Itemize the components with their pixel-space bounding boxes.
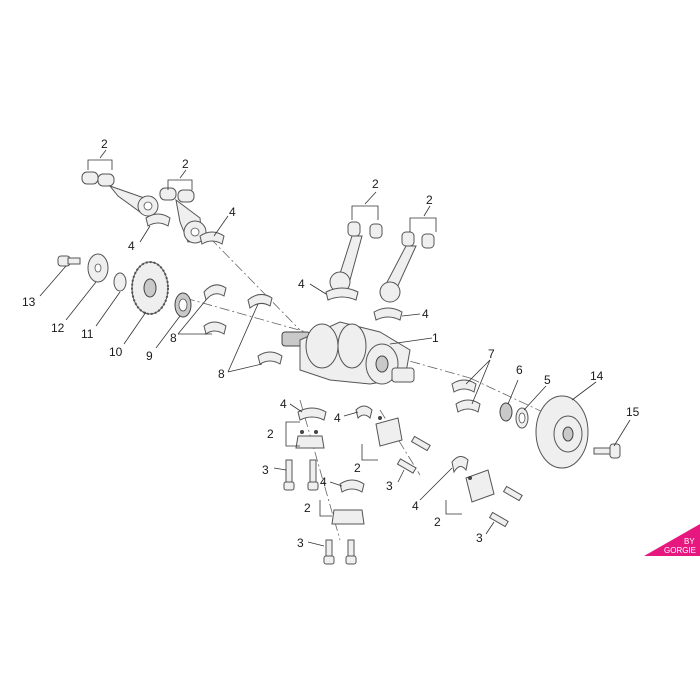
callout-4-c: 4 [298,277,305,291]
callout-4-e: 4 [280,397,287,411]
callout-4-h: 4 [412,499,419,513]
callout-3-b: 3 [386,479,393,493]
watermark-line2: GORGIE [664,546,696,555]
callout-2-b: 2 [182,157,189,171]
callout-8-b: 8 [218,367,225,381]
bolt-13 [57,255,81,267]
callout-5: 5 [544,373,551,387]
main-bearing-8a [203,284,227,302]
bearing-shell-left-b [199,231,225,245]
callout-7: 7 [488,347,495,361]
main-bearing-7a [451,379,477,393]
callout-3-a: 3 [262,463,269,477]
callout-1: 1 [432,331,439,345]
bolt-3-a [283,459,295,491]
bearing-cap-2-lower-bottom [331,509,365,525]
callout-12: 12 [51,321,65,335]
leader-lines [39,149,631,547]
bolt-15 [593,443,621,459]
callout-10: 10 [109,345,123,359]
bearing-shell-left-a [145,213,171,227]
callout-4-f: 4 [334,411,341,425]
bolt-3-e [323,539,335,565]
callout-4-a: 4 [128,239,135,253]
bearing-shell-4-lower-b [355,405,373,419]
callout-3-d: 3 [476,531,483,545]
connecting-rod-left-1 [81,171,159,217]
bolt-3-h [488,511,509,528]
main-bearing-7b [455,399,481,413]
watermark-shape [644,524,700,556]
callout-4-b: 4 [229,205,236,219]
callout-2-h: 2 [434,515,441,529]
callout-6: 6 [516,363,523,377]
bearing-shell-4-lower-c [339,479,365,493]
connecting-rod-left-2 [159,187,207,244]
seal-ring-9 [174,292,192,318]
bearing-shell-4-lower-d [451,456,469,474]
callout-2-a: 2 [101,137,108,151]
watermark-badge: BY GORGIE [644,524,700,556]
flywheel-14 [535,395,589,469]
ring-5 [515,407,529,429]
gear-10 [131,261,169,315]
thrust-plate-12 [87,253,109,283]
callout-9: 9 [146,349,153,363]
callout-4-g: 4 [320,475,327,489]
callout-2-c: 2 [372,177,379,191]
connecting-rod-right-2 [379,231,435,303]
callout-2-g: 2 [304,501,311,515]
callout-8-a: 8 [170,331,177,345]
bolt-3-c [396,458,417,474]
bearing-shell-right [373,307,403,321]
seal-6 [499,402,513,422]
callout-labels: 2 2 2 2 4 4 4 4 1 13 12 11 10 9 8 8 7 6 … [22,137,640,550]
callout-2-f: 2 [354,461,361,475]
bolt-3-d [410,435,431,452]
callout-13: 13 [22,295,36,309]
main-bearing-8c [247,294,273,309]
bearing-cap-2-lower-mid [375,416,403,447]
brackets [87,159,462,517]
bearing-cap-2-lower-left [295,430,325,449]
main-bearing-8d [257,351,283,365]
callout-11: 11 [81,327,94,341]
callout-4-d: 4 [422,307,429,321]
callout-15: 15 [626,405,640,419]
watermark-line1: BY [684,537,695,546]
callout-2-e: 2 [267,427,274,441]
bolt-3-f [345,539,357,565]
crankshaft [281,321,415,385]
connecting-rod-right-1 [325,221,383,301]
main-bearing-8b [203,321,227,335]
washer-11 [113,272,127,292]
bearing-cap-2-lower-right [465,469,495,503]
callout-2-d: 2 [426,193,433,207]
bolt-3-g [502,485,523,502]
callout-3-c: 3 [297,536,304,550]
callout-14: 14 [590,369,604,383]
bolt-3-b [307,459,319,491]
axis-lines [184,237,561,541]
bearing-shell-4-lower-a [297,407,327,421]
